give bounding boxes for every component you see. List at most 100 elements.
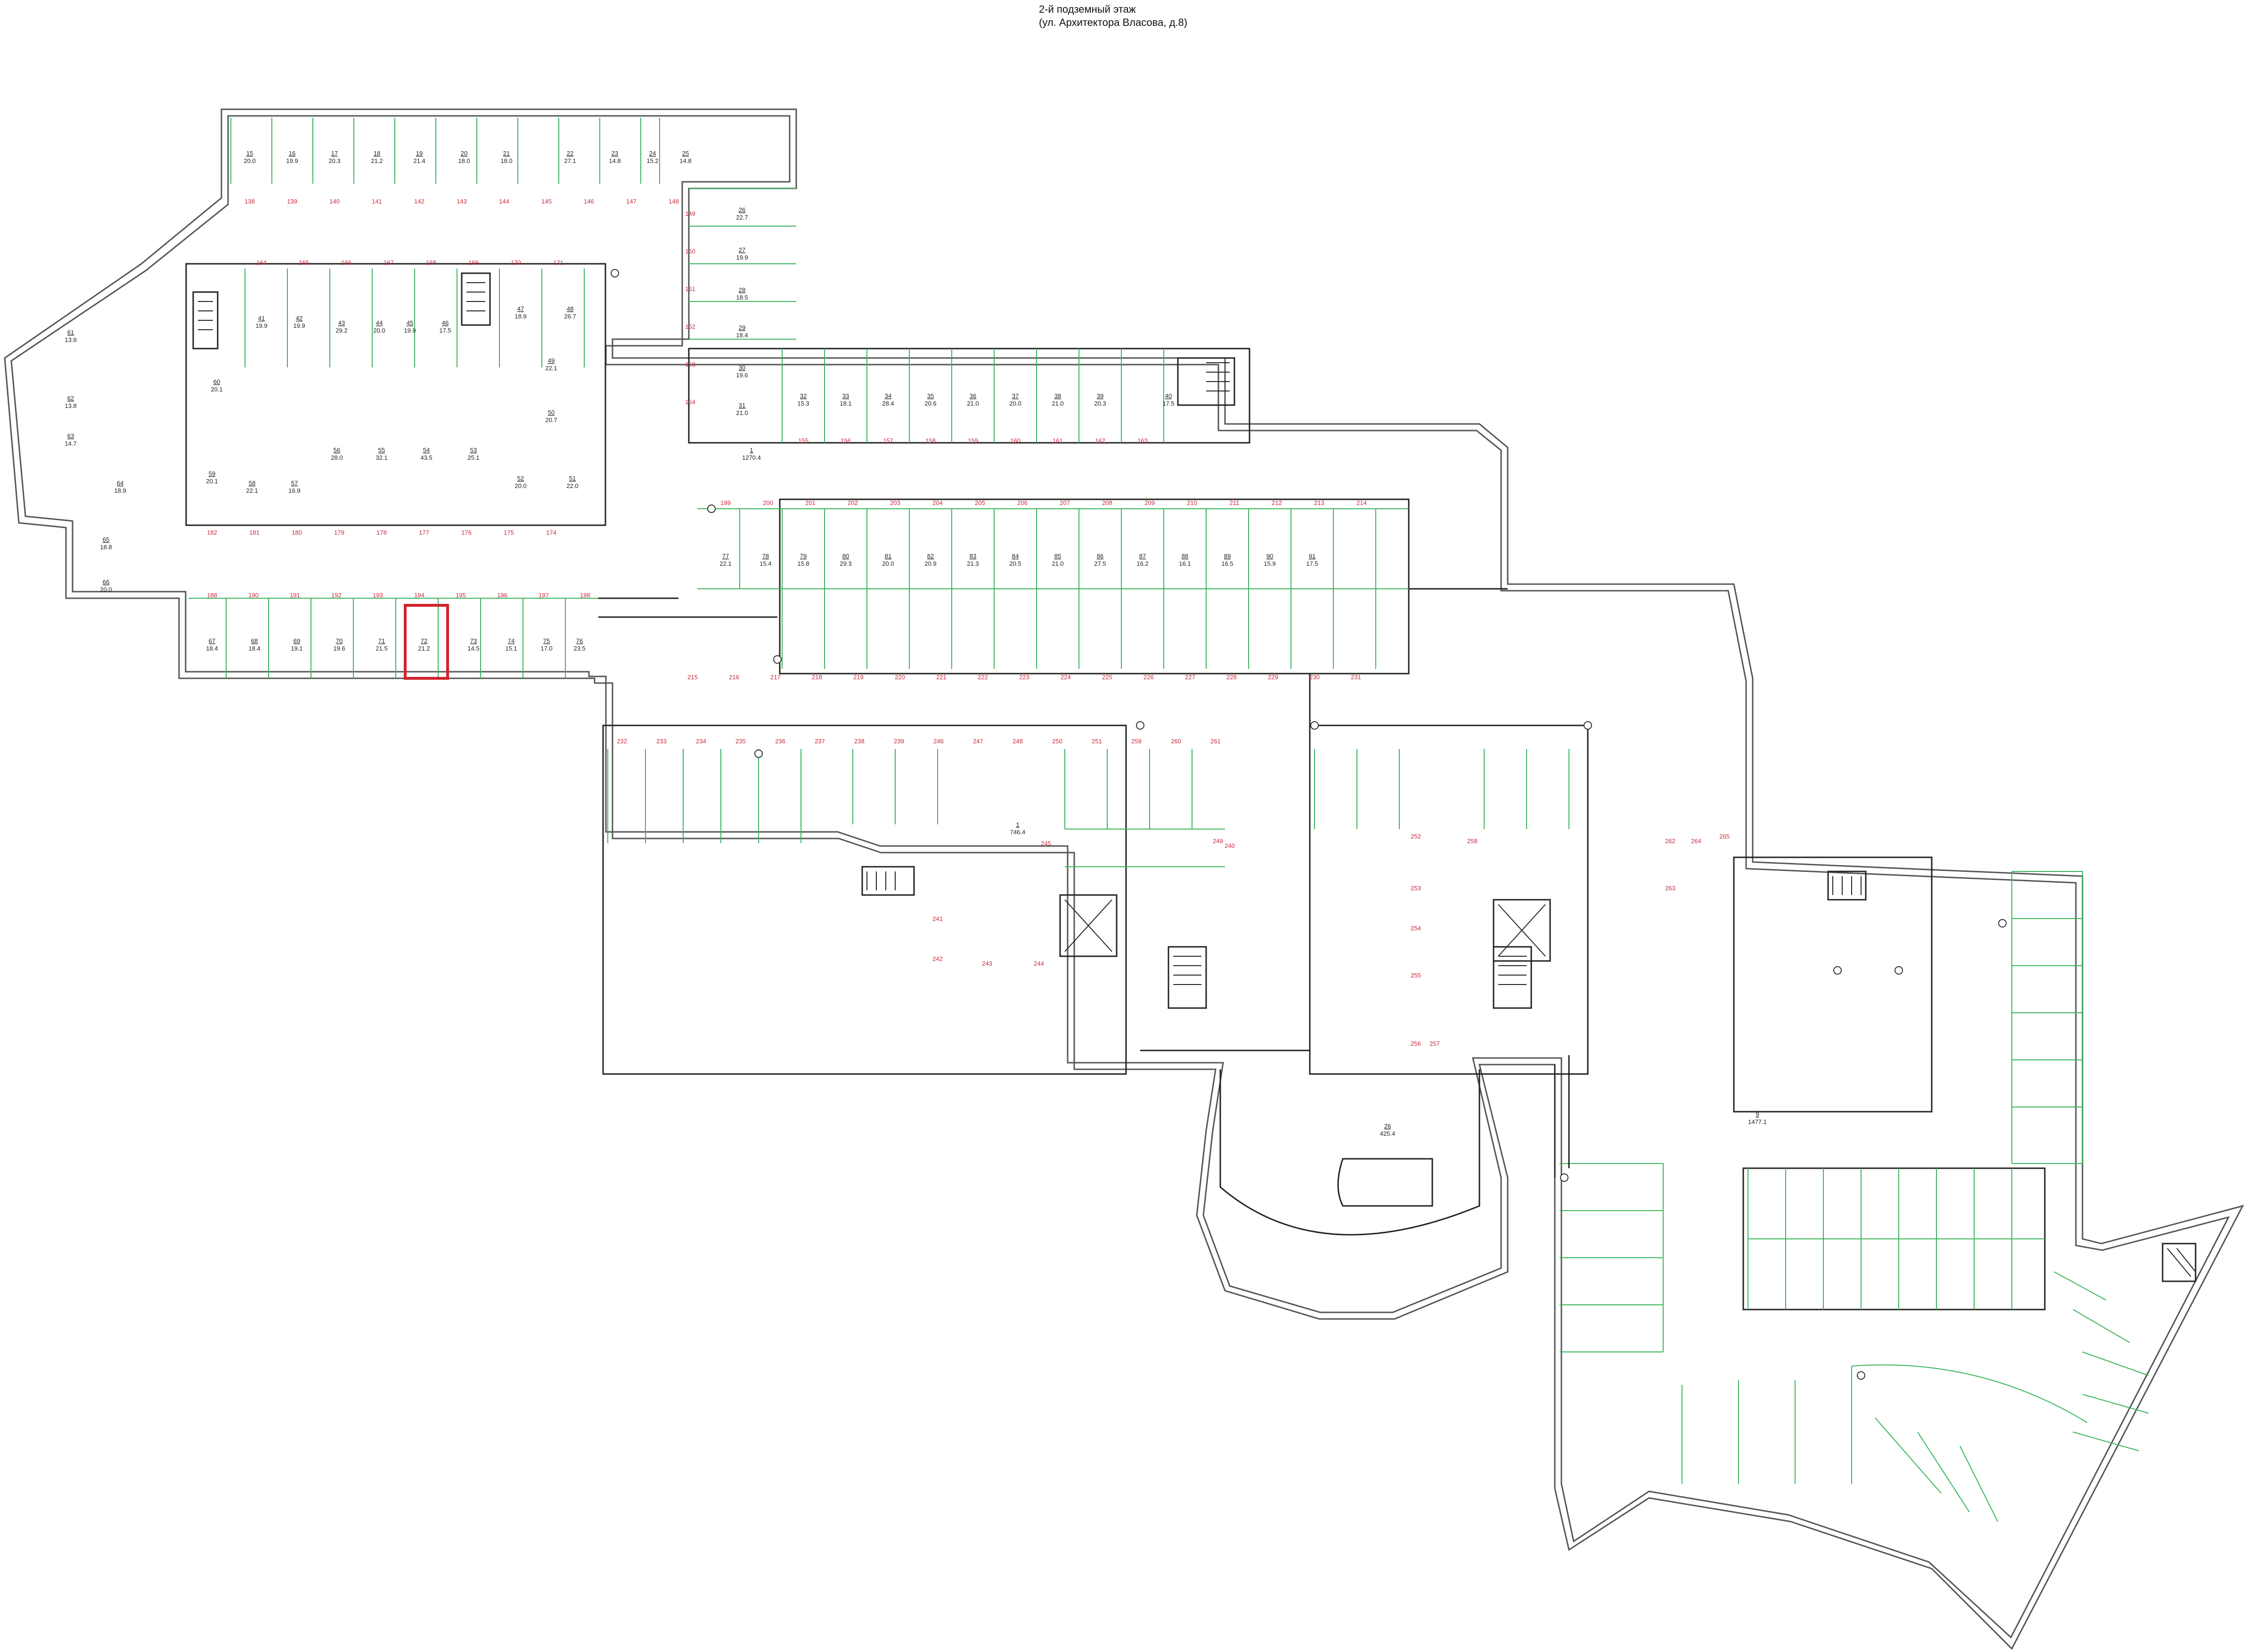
space-number: 156 [841,437,851,444]
room-number: 30 [739,364,745,371]
space-number: 263 [1665,885,1675,892]
highlighted-space[interactable] [404,604,449,680]
zone-number: 26 [1384,1123,1391,1130]
room-number: 81 [885,553,891,560]
space-number: 190 [248,592,259,599]
stair-icon [461,272,491,326]
space-number: 171 [553,259,564,266]
column-icon [611,269,619,277]
space-number: 233 [656,738,667,745]
room-number: 49 [548,357,555,364]
outer-walls [4,108,2244,1650]
room-area: 17.5 [439,327,451,334]
space-number: 235 [735,738,746,745]
space-number: 232 [617,738,627,745]
stair-icon [192,291,219,350]
room-number: 89 [1224,553,1231,560]
room-area: 20.7 [545,416,557,423]
space-number: 150 [685,248,695,255]
room-number: 41 [258,315,265,322]
space-number: 230 [1309,674,1320,681]
column-icon [1136,721,1144,730]
room-area: 25.1 [467,454,479,461]
space-number: 174 [546,529,556,536]
room-number: 79 [800,553,807,560]
space-number: 199 [720,499,731,506]
space-number: 201 [805,499,816,506]
space-number: 237 [815,738,825,745]
room-area: 21.3 [967,560,979,567]
space-number: 265 [1719,833,1730,840]
room-number: 37 [1012,392,1019,399]
space-number: 222 [978,674,988,681]
room-number: 52 [517,475,524,482]
space-number: 243 [982,960,992,967]
space-number: 218 [812,674,822,681]
plan-title-line2: (ул. Архитектора Власова, д.8) [1039,16,1188,28]
space-number: 215 [687,674,698,681]
room-number: 20 [461,150,467,157]
space-number: 224 [1061,674,1071,681]
stairs [192,272,2197,1282]
space-number: 167 [384,259,394,266]
space-number: 166 [341,259,351,266]
zone-area: 1477.1 [1748,1118,1767,1125]
room-area: 21.4 [413,157,425,164]
space-number: 252 [1411,833,1421,840]
space-number: 145 [541,198,552,205]
space-number: 212 [1272,499,1282,506]
room-area: 20.0 [882,560,894,567]
space-number: 216 [729,674,739,681]
column-icon [1857,1371,1865,1380]
space-number: 213 [1314,499,1324,506]
space-number: 229 [1268,674,1278,681]
room-number: 31 [739,402,745,409]
space-number: 160 [1010,437,1021,444]
space-number: 206 [1017,499,1028,506]
space-number: 255 [1411,972,1421,979]
space-number: 200 [763,499,773,506]
room-area: 28.0 [331,454,343,461]
space-number: 253 [1411,885,1421,892]
room-number: 25 [682,150,689,157]
space-number: 258 [1467,838,1478,845]
space-number: 246 [933,738,944,745]
room-area: 19.1 [291,645,302,652]
stair-icon [1177,357,1235,406]
space-number: 179 [334,529,344,536]
room-area: 20.1 [211,386,222,393]
space-number: 148 [669,198,679,205]
room-number: 62 [67,395,74,402]
room-number: 21 [503,150,510,157]
space-number: 151 [685,285,695,293]
space-number: 260 [1171,738,1181,745]
space-number: 198 [580,592,590,599]
room-number: 28 [739,286,745,293]
space-number: 231 [1351,674,1361,681]
room-number: 88 [1182,553,1188,560]
space-number: 138 [245,198,255,205]
space-number: 157 [883,437,893,444]
stair-icon [861,866,915,896]
room-area: 19.6 [736,372,748,379]
room-area: 19.9 [293,322,305,329]
room-area: 19.9 [286,157,298,164]
room-number: 68 [251,637,258,644]
room-area: 15.2 [646,157,658,164]
space-number: 264 [1691,838,1701,845]
room-number: 47 [517,305,524,312]
space-number: 205 [975,499,985,506]
space-number: 257 [1429,1040,1440,1047]
room-area: 19.6 [333,645,345,652]
space-number: 242 [932,955,943,962]
room-area: 18.0 [500,157,512,164]
room-number: 87 [1139,553,1146,560]
room-area: 22.1 [545,365,557,372]
room-area: 19.9 [404,327,416,334]
room-area: 17.0 [540,645,552,652]
room-number: 42 [296,315,302,322]
room-area: 20.5 [1009,560,1021,567]
space-number: 221 [936,674,947,681]
zone-number: 9 [1756,1111,1759,1118]
